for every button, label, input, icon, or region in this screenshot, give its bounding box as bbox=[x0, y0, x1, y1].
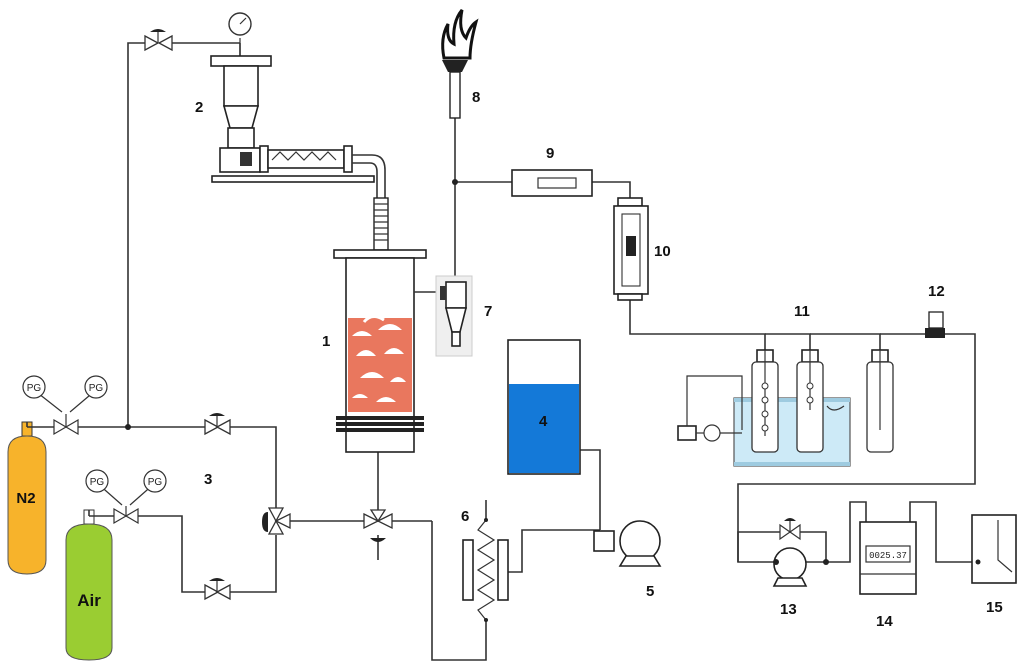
n2-gauge-left-icon bbox=[22, 375, 46, 399]
fluidized-bed-reactor bbox=[333, 249, 442, 453]
n2-gauge-right-icon bbox=[84, 375, 108, 399]
label-3: 3 bbox=[204, 471, 212, 488]
preheater bbox=[462, 518, 509, 622]
screw-feeder bbox=[210, 12, 389, 308]
label-9: 9 bbox=[546, 145, 554, 162]
n2-gauge-left-label: PG bbox=[27, 383, 42, 394]
piping bbox=[72, 42, 978, 661]
meter-reading: 0025.37 bbox=[869, 551, 907, 561]
vacuum-pump-icon bbox=[772, 518, 829, 587]
condenser bbox=[511, 169, 593, 197]
meter-display bbox=[865, 545, 911, 563]
air-gauge-left-icon bbox=[85, 469, 109, 493]
air-gauge-right-label: PG bbox=[148, 477, 163, 488]
component-labels: 1 2 3 4 5 6 7 8 9 10 11 12 13 14 15 bbox=[195, 89, 1003, 630]
junction-dot bbox=[125, 424, 131, 430]
water-tank bbox=[507, 339, 581, 475]
gas-sampling-bag bbox=[971, 514, 1017, 584]
air-gauge-left-label: PG bbox=[90, 477, 105, 488]
impinger-train bbox=[677, 349, 894, 467]
label-1: 1 bbox=[322, 333, 330, 350]
feeder-valve-icon[interactable] bbox=[144, 29, 173, 52]
air-label: Air bbox=[77, 591, 101, 610]
water-level bbox=[509, 384, 579, 473]
air-cylinder: Air bbox=[65, 509, 113, 661]
n2-line-valve-icon[interactable] bbox=[204, 413, 231, 436]
label-12: 12 bbox=[928, 283, 945, 300]
label-6: 6 bbox=[461, 508, 469, 525]
label-2: 2 bbox=[195, 99, 203, 116]
bath-temperature-controller bbox=[677, 375, 743, 442]
n2-cylinder: N2 bbox=[7, 421, 47, 575]
air-gauge-right-icon bbox=[143, 469, 167, 493]
label-15: 15 bbox=[986, 599, 1003, 616]
junction-dot bbox=[452, 179, 458, 185]
heat-exchanger bbox=[613, 197, 649, 301]
label-10: 10 bbox=[654, 243, 671, 260]
air-regulator: PG PG bbox=[85, 469, 167, 525]
reactor-bed bbox=[348, 318, 412, 412]
cyclone bbox=[435, 275, 473, 357]
n2-regulator: PG PG bbox=[22, 375, 108, 436]
water-pump-icon bbox=[593, 520, 662, 567]
n2-gauge-right-label: PG bbox=[89, 383, 104, 394]
flare-torch-icon bbox=[441, 9, 479, 119]
n2-label: N2 bbox=[16, 490, 35, 507]
impinger-bottle-3 bbox=[866, 349, 894, 453]
label-5: 5 bbox=[646, 583, 654, 600]
gas-filter bbox=[925, 311, 945, 338]
impinger-bottle-2 bbox=[796, 349, 845, 453]
three-way-valve-icon[interactable] bbox=[262, 507, 291, 535]
label-14: 14 bbox=[876, 613, 893, 630]
impinger-bottle-1 bbox=[751, 349, 779, 453]
label-11: 11 bbox=[794, 303, 810, 320]
label-4: 4 bbox=[539, 413, 548, 430]
air-cylinder-body bbox=[65, 523, 113, 661]
label-8: 8 bbox=[472, 89, 480, 106]
air-line-valve-icon[interactable] bbox=[204, 578, 231, 601]
gas-meter: 0025.37 bbox=[859, 521, 917, 595]
thermometer-dial-icon bbox=[703, 424, 721, 442]
label-13: 13 bbox=[780, 601, 797, 618]
n2-cylinder-body bbox=[7, 435, 47, 575]
reactor-inlet-valve-icon[interactable] bbox=[363, 509, 393, 542]
label-7: 7 bbox=[484, 303, 492, 320]
